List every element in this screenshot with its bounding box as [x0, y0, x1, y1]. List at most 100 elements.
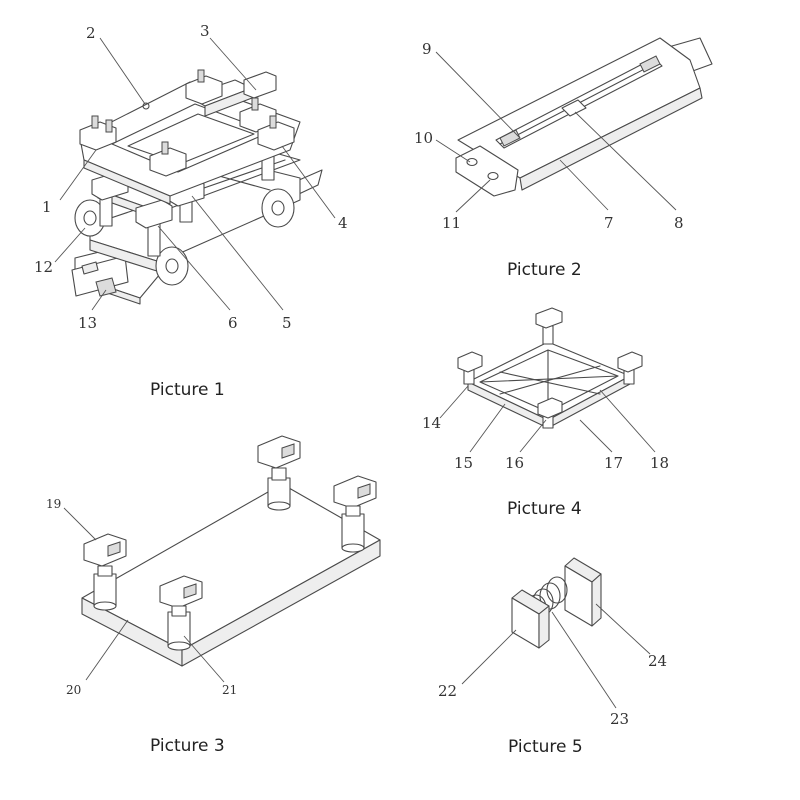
leader-line: [455, 179, 491, 213]
label-3: 3: [200, 22, 210, 40]
clamp-head: [333, 475, 377, 509]
figure-5-spring-assembly: 22 23 24 Picture 5: [438, 557, 667, 757]
clamp-block: [95, 277, 117, 297]
mount-hole: [466, 157, 478, 167]
caption-picture-4: Picture 4: [507, 499, 582, 519]
figure-1-assembly: 2 3 1 4 5 6 12 13 Picture 1: [34, 22, 348, 400]
label-5: 5: [282, 314, 292, 332]
upper-clamp: [257, 121, 295, 151]
leader-line: [91, 289, 107, 311]
label-18: 18: [650, 454, 669, 472]
label-19: 19: [46, 497, 61, 511]
post-base: [93, 601, 117, 611]
label-24: 24: [648, 652, 667, 670]
figure-4-truss-frame: 14 15 16 17 18 Picture 4: [422, 307, 669, 519]
post-base: [167, 641, 191, 651]
label-7: 7: [604, 214, 614, 232]
top-frame-edge: [83, 159, 171, 205]
label-12: 12: [34, 258, 53, 276]
clamp-neck: [271, 467, 287, 481]
clamp-jaw: [183, 583, 197, 599]
rail-front: [519, 87, 703, 191]
leader-line: [157, 225, 231, 311]
label-6: 6: [228, 314, 238, 332]
post-head: [537, 397, 563, 419]
label-16: 16: [505, 454, 524, 472]
upper-clamp: [149, 147, 187, 177]
label-2: 2: [86, 24, 96, 42]
label-13: 13: [78, 314, 97, 332]
spring-coil: [546, 576, 568, 604]
cross-brace: [499, 371, 601, 395]
rear-plate-side: [591, 573, 602, 627]
post-head: [617, 351, 643, 373]
leader-line: [59, 149, 97, 201]
leader-line: [551, 611, 617, 709]
caption-picture-3: Picture 3: [150, 736, 225, 756]
clamp-head: [159, 575, 203, 609]
post-head: [457, 351, 483, 373]
slider: [561, 99, 587, 117]
post: [93, 573, 117, 607]
leader-line: [574, 111, 677, 211]
cross-brace: [479, 375, 619, 383]
label-22: 22: [438, 682, 457, 700]
label-4: 4: [338, 214, 348, 232]
leader-line: [559, 159, 609, 211]
label-20: 20: [66, 683, 81, 697]
leader-line: [209, 37, 257, 91]
leader-line: [63, 507, 97, 541]
leader-line: [85, 619, 129, 681]
leader-line: [595, 603, 651, 655]
label-9: 9: [422, 40, 432, 58]
caption-picture-1: Picture 1: [150, 380, 225, 400]
clamp-screw: [91, 115, 99, 129]
mount-hole: [487, 171, 499, 181]
leader-line: [281, 145, 336, 219]
label-1: 1: [42, 198, 52, 216]
leader-line: [461, 629, 517, 685]
slot-end-block: [639, 55, 661, 73]
clamp-jaw: [107, 541, 121, 557]
leader-line: [54, 227, 86, 263]
label-17: 17: [604, 454, 623, 472]
leader-line: [191, 195, 284, 311]
plate-side-right: [181, 539, 381, 667]
leader-line: [435, 51, 521, 139]
clamp-screw: [105, 119, 113, 133]
post: [167, 611, 191, 647]
label-8: 8: [674, 214, 684, 232]
clamp-jaw: [281, 443, 295, 459]
caption-picture-2: Picture 2: [507, 260, 582, 280]
clamp-head: [257, 435, 301, 469]
label-21: 21: [222, 683, 237, 697]
clamp-screw: [197, 69, 205, 83]
clamp-neck: [97, 565, 113, 577]
figure-3-post-plate: 19 20 21 Picture 3: [46, 435, 381, 756]
clamp-plate: [71, 255, 129, 297]
label-11: 11: [442, 214, 461, 232]
post: [542, 325, 554, 345]
front-plate-side: [538, 605, 550, 649]
leader-line: [183, 635, 225, 683]
clamp-neck: [345, 505, 361, 517]
wheel-hub: [271, 200, 285, 216]
label-14: 14: [422, 414, 441, 432]
leader-line: [439, 385, 469, 419]
clamp-tab: [81, 261, 99, 275]
post-base: [267, 501, 291, 511]
clamp-head: [83, 533, 127, 567]
label-10: 10: [414, 129, 433, 147]
clamp-neck: [171, 605, 187, 617]
leader-line: [99, 37, 146, 105]
bolt-hole: [142, 102, 150, 110]
wheel-hub: [83, 210, 97, 226]
rail-slot: [495, 57, 663, 149]
post: [341, 513, 365, 549]
figure-2-slide-rail: 9 10 11 7 8 Picture 2: [414, 37, 713, 280]
end-stop: [243, 71, 277, 99]
wheel-hub: [165, 258, 179, 274]
clamp-jaw: [357, 483, 371, 499]
